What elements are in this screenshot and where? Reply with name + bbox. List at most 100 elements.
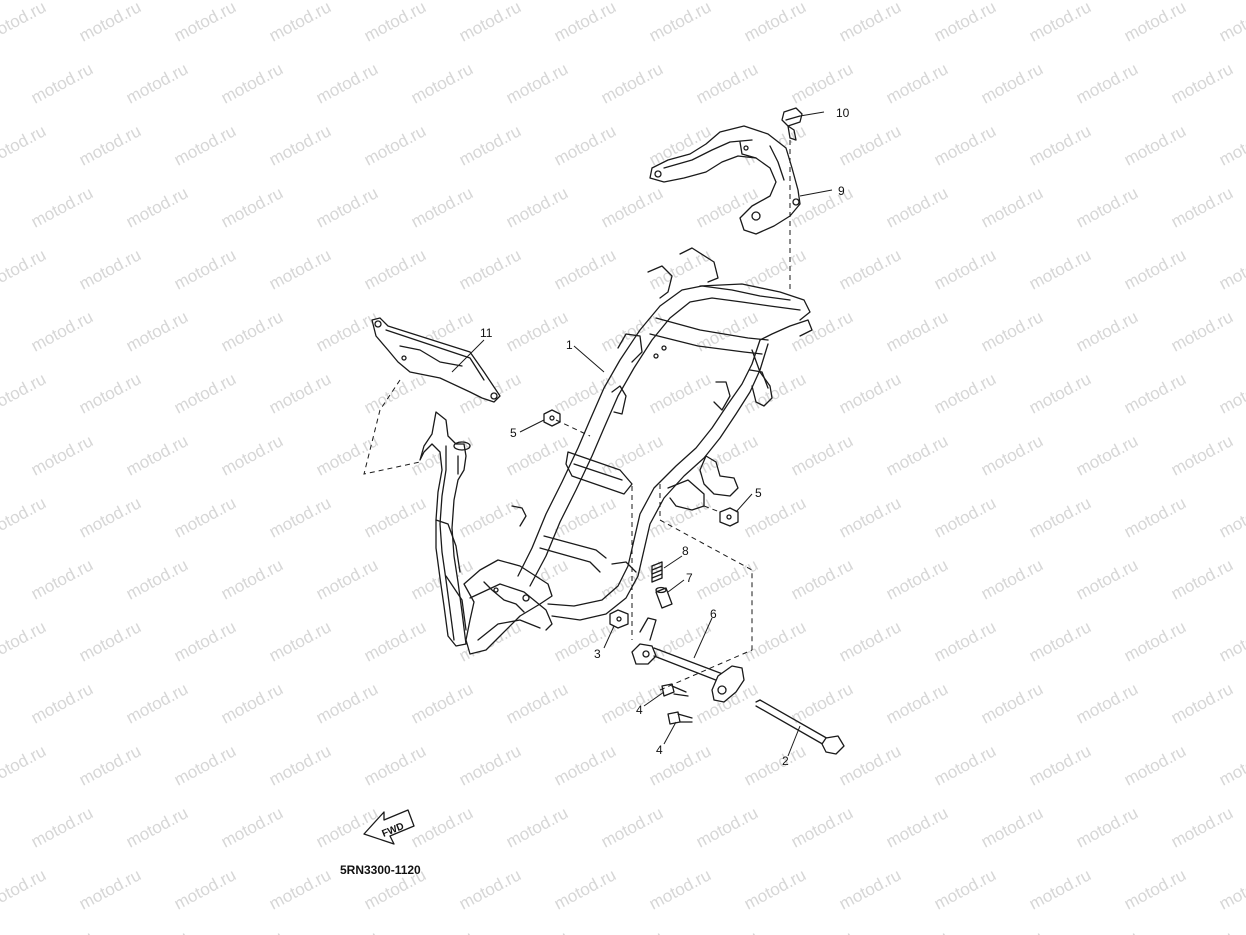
watermark-text: motod.ru: [28, 307, 96, 355]
watermark-text: motod.ru: [218, 927, 286, 935]
watermark-text: motod.ru: [218, 59, 286, 107]
watermark-text: motod.ru: [883, 679, 951, 727]
watermark-text: motod.ru: [503, 183, 571, 231]
watermark-text: motod.ru: [0, 431, 1, 479]
watermark-text: motod.ru: [266, 0, 334, 46]
watermark-text: motod.ru: [218, 555, 286, 603]
watermark-text: motod.ru: [551, 0, 619, 46]
watermark-text: motod.ru: [313, 555, 381, 603]
part-long-bolt-2: [755, 699, 845, 755]
watermark-text: motod.ru: [1121, 493, 1189, 541]
callout-1: 1: [566, 338, 573, 352]
watermark-text: motod.ru: [28, 59, 96, 107]
part-bolt-4b: [667, 711, 693, 725]
watermark-text: motod.ru: [931, 865, 999, 913]
watermark-text: motod.ru: [836, 121, 904, 169]
watermark-text: motod.ru: [1073, 927, 1141, 935]
watermark-text: motod.ru: [883, 803, 951, 851]
watermark-text: motod.ru: [1026, 741, 1094, 789]
watermark-text: motod.ru: [1216, 0, 1246, 46]
watermark-text: motod.ru: [1168, 431, 1236, 479]
watermark-text: motod.ru: [171, 245, 239, 293]
watermark-text: motod.ru: [1168, 183, 1236, 231]
watermark-text: motod.ru: [123, 183, 191, 231]
watermark-text: motod.ru: [361, 245, 429, 293]
watermark-text: motod.ru: [1073, 555, 1141, 603]
watermark-text: motod.ru: [693, 803, 761, 851]
watermark-text: motod.ru: [266, 617, 334, 665]
watermark-text: motod.ru: [0, 555, 1, 603]
part-frame: [419, 247, 813, 655]
watermark-text: motod.ru: [551, 121, 619, 169]
watermark-text: motod.ru: [456, 493, 524, 541]
watermark-text: motod.ru: [503, 803, 571, 851]
watermark-text: motod.ru: [0, 245, 49, 293]
watermark-text: motod.ru: [361, 493, 429, 541]
watermark-text: motod.ru: [551, 865, 619, 913]
watermark-text: motod.ru: [123, 679, 191, 727]
watermark-text: motod.ru: [741, 617, 809, 665]
watermark-text: motod.ru: [123, 803, 191, 851]
watermark-text: motod.ru: [741, 741, 809, 789]
watermark-text: motod.ru: [0, 493, 49, 541]
watermark-text: motod.ru: [598, 679, 666, 727]
watermark-text: motod.ru: [76, 617, 144, 665]
watermark-text: motod.ru: [28, 431, 96, 479]
watermark-text: motod.ru: [646, 865, 714, 913]
watermark-text: motod.ru: [1073, 183, 1141, 231]
watermark-text: motod.ru: [266, 493, 334, 541]
watermark-text: motod.ru: [76, 245, 144, 293]
watermark-text: motod.ru: [0, 183, 1, 231]
watermark-text: motod.ru: [123, 927, 191, 935]
watermark-text: motod.ru: [978, 803, 1046, 851]
watermark-text: motod.ru: [1121, 245, 1189, 293]
watermark-text: motod.ru: [598, 307, 666, 355]
watermark-text: motod.ru: [1121, 121, 1189, 169]
watermark-text: motod.ru: [836, 0, 904, 46]
watermark-text: motod.ru: [741, 493, 809, 541]
callout-8: 8: [682, 544, 689, 558]
watermark-text: motod.ru: [1026, 493, 1094, 541]
watermark-text: motod.ru: [171, 865, 239, 913]
watermark-text: motod.ru: [978, 59, 1046, 107]
watermark-text: motod.ru: [1121, 865, 1189, 913]
watermark-text: motod.ru: [28, 679, 96, 727]
watermark-text: motod.ru: [1073, 803, 1141, 851]
watermark-text: motod.ru: [598, 431, 666, 479]
watermark-text: motod.ru: [978, 431, 1046, 479]
watermark-text: motod.ru: [551, 741, 619, 789]
watermark-text: motod.ru: [883, 183, 951, 231]
watermark-text: motod.ru: [836, 741, 904, 789]
watermark-text: motod.ru: [76, 493, 144, 541]
watermark-text: motod.ru: [456, 741, 524, 789]
watermark-text: motod.ru: [218, 183, 286, 231]
watermark-text: motod.ru: [313, 183, 381, 231]
watermark-text: motod.ru: [408, 927, 476, 935]
watermark-text: motod.ru: [171, 741, 239, 789]
watermark-text: motod.ru: [28, 927, 96, 935]
watermark-text: motod.ru: [693, 59, 761, 107]
watermark-text: motod.ru: [1121, 369, 1189, 417]
watermark-text: motod.ru: [978, 307, 1046, 355]
watermark-text: motod.ru: [361, 741, 429, 789]
watermark-text: motod.ru: [883, 555, 951, 603]
watermark-text: motod.ru: [931, 493, 999, 541]
watermark-text: motod.ru: [1026, 0, 1094, 46]
watermark-text: motod.ru: [76, 369, 144, 417]
watermark-text: motod.ru: [1026, 121, 1094, 169]
watermark-text: motod.ru: [1026, 369, 1094, 417]
watermark-text: motod.ru: [266, 865, 334, 913]
watermark-text: motod.ru: [836, 369, 904, 417]
diagram-code: 5RN3300-1120: [340, 863, 421, 877]
watermark-text: motod.ru: [361, 121, 429, 169]
watermark-text: motod.ru: [171, 121, 239, 169]
watermark-text: motod.ru: [171, 369, 239, 417]
watermark-text: motod.ru: [1216, 493, 1246, 541]
watermark-text: motod.ru: [646, 0, 714, 46]
leader-lines: [451, 111, 833, 757]
callout-4-lower: 4: [656, 743, 663, 757]
watermark-text: motod.ru: [266, 741, 334, 789]
watermark-text: motod.ru: [408, 803, 476, 851]
part-spring-8: [651, 561, 663, 583]
